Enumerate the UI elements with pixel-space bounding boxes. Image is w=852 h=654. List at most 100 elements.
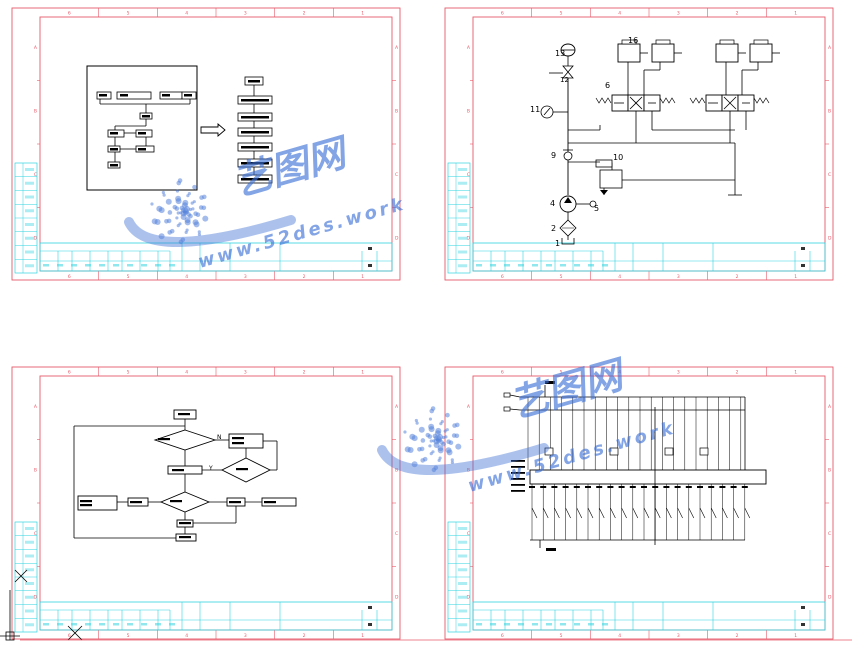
zone-col-label: 2	[303, 274, 306, 280]
zone-col-label: 1	[794, 370, 797, 376]
zone-row-label: D	[395, 594, 399, 600]
zone-col-label: 6	[501, 633, 504, 639]
zone-col-label: 6	[68, 633, 71, 639]
zone-col-label: 5	[127, 633, 130, 639]
flowchart-yes-no-labels: N Y	[208, 434, 222, 472]
motor-5	[589, 200, 597, 208]
zone-col-label: 3	[244, 274, 247, 280]
label-1: 1	[555, 239, 560, 248]
zone-col-label: 4	[185, 11, 188, 17]
zone-col-label: 4	[618, 370, 621, 376]
zone-row-label: B	[395, 467, 398, 473]
zone-row-label: C	[34, 172, 37, 178]
zone-col-label: 2	[303, 11, 306, 17]
no-label: N	[217, 434, 222, 441]
zone-row-label: D	[467, 235, 471, 241]
check-valve-9	[563, 151, 573, 161]
label-6: 6	[605, 81, 610, 90]
zone-row-label: D	[467, 594, 471, 600]
zone-col-label: 2	[736, 633, 739, 639]
zone-row-label: A	[395, 404, 399, 410]
zone-col-label: 4	[618, 274, 621, 280]
zone-col-label: 2	[736, 274, 739, 280]
label-11: 11	[530, 105, 540, 114]
watermark-title-1: 艺图网	[228, 130, 355, 205]
zone-col-label: 1	[361, 274, 364, 280]
zone-row-label: B	[828, 467, 831, 473]
zone-row-label: C	[395, 172, 398, 178]
label-16: 16	[628, 36, 638, 45]
zone-row-label: C	[828, 531, 831, 537]
sheet-1-content	[86, 65, 273, 191]
zone-col-label: 4	[618, 633, 621, 639]
zone-row-label: A	[828, 404, 832, 410]
sheet-4-content	[503, 381, 767, 551]
watermark-globe-icon	[377, 406, 549, 475]
zone-row-label: C	[395, 531, 398, 537]
zone-col-label: 5	[560, 370, 563, 376]
label-5: 5	[594, 204, 599, 213]
zone-col-label: 1	[794, 274, 797, 280]
zone-row-label: B	[34, 108, 37, 114]
spring-icon	[595, 97, 612, 104]
zone-col-label: 3	[244, 11, 247, 17]
zone-col-label: 5	[560, 633, 563, 639]
zone-col-label: 6	[68, 11, 71, 17]
zone-col-label: 2	[736, 370, 739, 376]
zone-col-label: 2	[303, 370, 306, 376]
zone-row-label: C	[34, 531, 37, 537]
watermark-globe-icon	[124, 178, 296, 247]
zone-col-label: 1	[361, 370, 364, 376]
zone-row-label: A	[395, 45, 399, 51]
zone-col-label: 6	[501, 11, 504, 17]
decision-3	[159, 491, 211, 513]
zone-col-label: 2	[736, 11, 739, 17]
zone-row-label: D	[828, 594, 832, 600]
zone-row-label: B	[34, 467, 37, 473]
zone-col-label: 3	[677, 11, 680, 17]
zone-col-label: 3	[677, 633, 680, 639]
label-4: 4	[550, 199, 555, 208]
zone-col-label: 4	[185, 370, 188, 376]
zone-row-label: D	[34, 594, 38, 600]
zone-col-label: 3	[677, 274, 680, 280]
zone-row-label: B	[467, 467, 470, 473]
sheet-3-content	[73, 409, 297, 542]
zone-col-label: 2	[303, 633, 306, 639]
yes-label: Y	[208, 465, 213, 472]
zone-row-label: A	[34, 404, 38, 410]
sheet-2-content	[540, 39, 780, 245]
watermark-title-2: 艺图网	[505, 352, 632, 427]
zone-col-label: 6	[501, 274, 504, 280]
label-10: 10	[613, 153, 623, 162]
spring-icon	[659, 97, 676, 104]
zone-row-label: C	[467, 172, 470, 178]
label-9: 9	[551, 151, 556, 160]
zone-row-label: C	[467, 531, 470, 537]
zone-col-label: 5	[127, 274, 130, 280]
zone-col-label: 3	[244, 370, 247, 376]
zone-col-label: 4	[185, 633, 188, 639]
label-2: 2	[551, 224, 556, 233]
zone-col-label: 6	[501, 370, 504, 376]
arrow-icon	[200, 123, 226, 137]
zone-col-label: 4	[618, 11, 621, 17]
zone-col-label: 3	[677, 370, 680, 376]
zone-row-label: B	[467, 108, 470, 114]
zone-col-label: 6	[68, 370, 71, 376]
spring-icon	[753, 97, 770, 104]
zone-row-label: D	[395, 235, 399, 241]
spring-icon	[689, 97, 706, 104]
zone-col-label: 1	[794, 633, 797, 639]
zone-col-label: 3	[244, 633, 247, 639]
zone-col-label: 5	[560, 11, 563, 17]
label-13: 13	[555, 49, 565, 58]
zone-col-label: 1	[361, 11, 364, 17]
